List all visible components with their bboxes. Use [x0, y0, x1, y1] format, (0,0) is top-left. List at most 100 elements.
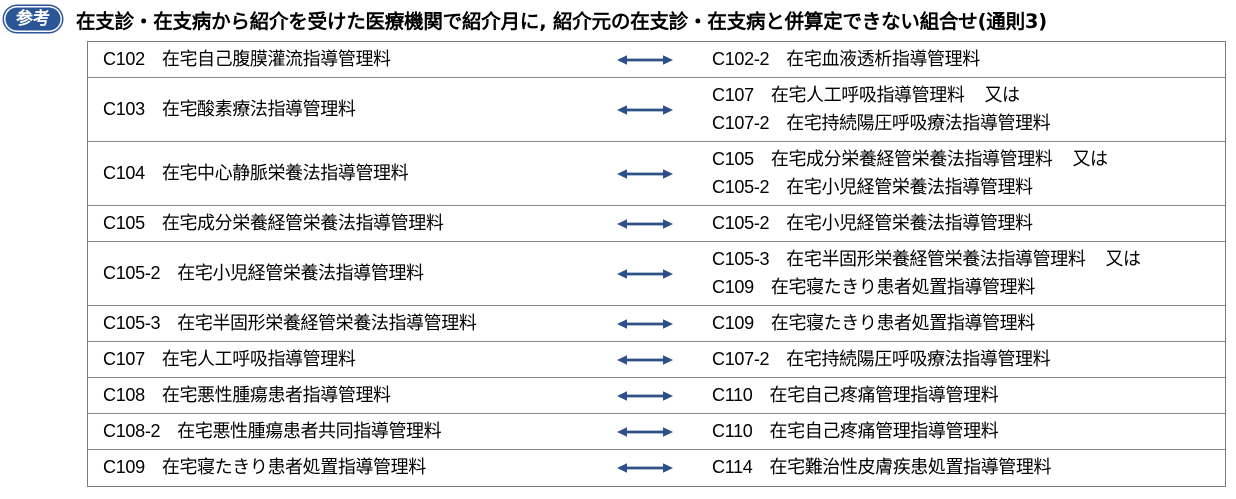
double-headed-arrow-icon	[617, 426, 673, 437]
left-item-code: C102	[103, 48, 145, 69]
right-item-name: 在宅成分栄養経管栄養法指導管理料	[770, 148, 1053, 170]
right-item: C105 在宅成分栄養経管栄養法指導管理料又は	[712, 148, 1225, 170]
row-left-cell: C102 在宅自己腹膜灌流指導管理料	[88, 42, 580, 77]
left-item: C105-3 在宅半固形栄養経管栄養法指導管理料	[103, 312, 580, 334]
arrow-cell	[580, 342, 710, 377]
right-item-or-suffix: 又は	[1072, 148, 1108, 170]
arrow-cell	[580, 42, 710, 77]
row-right-cell: C105 在宅成分栄養経管栄養法指導管理料又は C105-2 在宅小児経管栄養法指導管…	[710, 142, 1225, 205]
row-right-cell: C114 在宅難治性皮膚疾患処置指導管理料	[710, 450, 1225, 486]
right-item: C110 在宅自己疼痛管理指導管理料	[712, 384, 1225, 406]
row-left-cell: C107 在宅人工呼吸指導管理料	[88, 342, 580, 377]
right-item-code: C102-2	[712, 48, 770, 69]
row-right-cell: C110 在宅自己疼痛管理指導管理料	[710, 378, 1225, 413]
right-item-name: 在宅難治性皮膚疾患処置指導管理料	[769, 457, 1052, 479]
left-item-name: 在宅酸素療法指導管理料	[161, 98, 356, 120]
left-item-code: C108-2	[103, 420, 161, 441]
table-row: C105-3 在宅半固形栄養経管栄養法指導管理料 C109 在宅寝たきり患者処置指導管…	[88, 306, 1225, 342]
arrow-cell	[580, 378, 710, 413]
left-item: C105 在宅成分栄養経管栄養法指導管理料	[103, 212, 580, 234]
right-item: C109 在宅寝たきり患者処置指導管理料	[712, 312, 1225, 334]
right-item: C105-2 在宅小児経管栄養法指導管理料	[712, 176, 1225, 198]
double-headed-arrow-icon	[617, 354, 673, 365]
right-item-name: 在宅半固形栄養経管栄養法指導管理料	[786, 248, 1086, 270]
right-item-code: C107	[712, 84, 754, 105]
left-item-code: C109	[103, 457, 145, 478]
right-item-name: 在宅持続陽圧呼吸療法指導管理料	[786, 348, 1051, 370]
left-item-name: 在宅半固形栄養経管栄養法指導管理料	[177, 312, 477, 334]
left-item-code: C107	[103, 348, 145, 369]
row-right-cell: C107-2 在宅持続陽圧呼吸療法指導管理料	[710, 342, 1225, 377]
left-item-code: C105-3	[103, 312, 161, 333]
left-item-code: C105	[103, 212, 145, 233]
table-row: C109 在宅寝たきり患者処置指導管理料 C114 在宅難治性皮膚疾患処置指導管理料	[88, 450, 1225, 486]
double-headed-arrow-icon	[617, 318, 673, 329]
left-item: C107 在宅人工呼吸指導管理料	[103, 348, 580, 370]
row-right-cell: C110 在宅自己疼痛管理指導管理料	[710, 414, 1225, 449]
double-headed-arrow-icon	[617, 168, 673, 179]
right-item-code: C107-2	[712, 112, 770, 133]
left-item-name: 在宅成分栄養経管栄養法指導管理料	[161, 212, 444, 234]
right-item-code: C107-2	[712, 348, 770, 369]
right-item-name: 在宅血液透析指導管理料	[786, 48, 980, 70]
page-header: 参考 在支診・在支病から紹介を受けた医療機関で紹介月に, 紹介元の在支診・在支病…	[0, 0, 1236, 38]
right-item-code: C114	[712, 457, 753, 478]
right-item-code: C109	[712, 312, 754, 333]
left-item-name: 在宅人工呼吸指導管理料	[161, 348, 356, 370]
right-item-name: 在宅小児経管栄養法指導管理料	[786, 212, 1033, 234]
right-item: C107 在宅人工呼吸指導管理料又は	[712, 84, 1225, 106]
right-item-code: C105	[712, 148, 754, 169]
left-item-name: 在宅寝たきり患者処置指導管理料	[161, 457, 426, 479]
right-item-code: C109	[712, 276, 754, 297]
left-item-name: 在宅中心静脈栄養法指導管理料	[161, 162, 409, 184]
arrow-cell	[580, 450, 710, 486]
right-item-name: 在宅自己疼痛管理指導管理料	[769, 384, 999, 406]
right-item-or-suffix: 又は	[1105, 248, 1141, 270]
row-left-cell: C109 在宅寝たきり患者処置指導管理料	[88, 450, 580, 486]
right-item-name: 在宅自己疼痛管理指導管理料	[769, 420, 999, 442]
right-item-code: C105-2	[712, 176, 770, 197]
double-headed-arrow-icon	[617, 268, 673, 279]
right-item-name: 在宅寝たきり患者処置指導管理料	[770, 312, 1035, 334]
right-item-code: C110	[712, 384, 753, 405]
arrow-cell	[580, 242, 710, 305]
right-item: C107-2 在宅持続陽圧呼吸療法指導管理料	[712, 348, 1225, 370]
right-item-name: 在宅小児経管栄養法指導管理料	[786, 176, 1033, 198]
right-item: C102-2 在宅血液透析指導管理料	[712, 48, 1225, 70]
arrow-cell	[580, 206, 710, 241]
row-right-cell: C102-2 在宅血液透析指導管理料	[710, 42, 1225, 77]
row-left-cell: C105-3 在宅半固形栄養経管栄養法指導管理料	[88, 306, 580, 341]
double-headed-arrow-icon	[617, 390, 673, 401]
table-row: C107 在宅人工呼吸指導管理料 C107-2 在宅持続陽圧呼吸療法指導管理料	[88, 342, 1225, 378]
right-item-or-suffix: 又は	[984, 84, 1020, 106]
right-item-name: 在宅寝たきり患者処置指導管理料	[770, 276, 1035, 298]
arrow-cell	[580, 306, 710, 341]
double-headed-arrow-icon	[617, 104, 673, 115]
left-item-name: 在宅自己腹膜灌流指導管理料	[161, 48, 391, 70]
left-item: C102 在宅自己腹膜灌流指導管理料	[103, 48, 580, 70]
reference-badge-label: 参考	[16, 8, 50, 29]
arrow-cell	[580, 142, 710, 205]
right-item-code: C110	[712, 420, 753, 441]
double-headed-arrow-icon	[617, 218, 673, 229]
right-item-name: 在宅人工呼吸指導管理料	[770, 84, 965, 106]
page-title: 在支診・在支病から紹介を受けた医療機関で紹介月に, 紹介元の在支診・在支病と併算…	[76, 9, 1047, 33]
double-headed-arrow-icon	[617, 54, 673, 65]
